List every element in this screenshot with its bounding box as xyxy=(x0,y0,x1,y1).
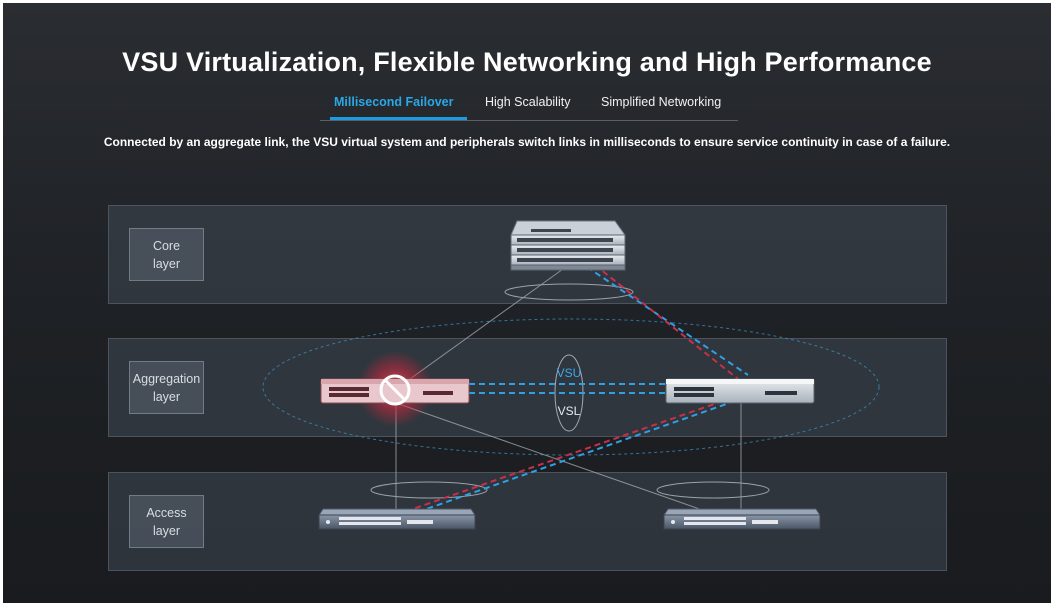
tab-millisecond-failover[interactable]: Millisecond Failover xyxy=(334,95,454,109)
access-layer-band: Access layer xyxy=(108,472,947,571)
active-tab-indicator xyxy=(330,117,467,120)
core-layer-band: Core layer xyxy=(108,205,947,304)
access-layer-label: Access layer xyxy=(129,495,204,548)
page-title: VSU Virtualization, Flexible Networking … xyxy=(122,47,932,77)
page-frame: VSU Virtualization, Flexible Networking … xyxy=(3,3,1051,603)
tab-simplified-networking[interactable]: Simplified Networking xyxy=(601,95,722,109)
core-layer-label: Core layer xyxy=(129,228,204,281)
aggregation-layer-band: Aggregation layer xyxy=(108,338,947,437)
page-description: Connected by an aggregate link, the VSU … xyxy=(103,135,951,149)
tab-high-scalability[interactable]: High Scalability xyxy=(485,95,571,109)
tab-bar: Millisecond Failover High Scalability Si… xyxy=(320,91,738,121)
aggregation-layer-label: Aggregation layer xyxy=(129,361,204,414)
